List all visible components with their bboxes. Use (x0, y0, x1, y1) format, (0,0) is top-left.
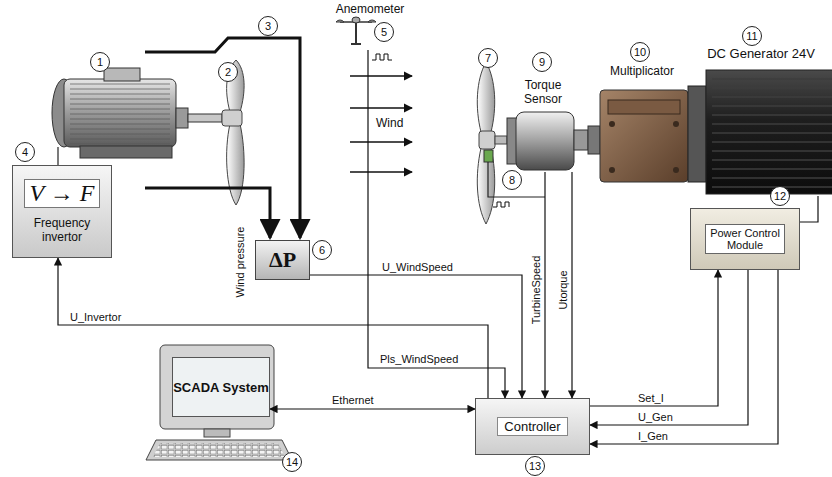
scada-monitor (146, 345, 292, 460)
signal-name: Set_I (636, 392, 666, 405)
tunnel-wall (145, 38, 300, 238)
node-text: Power Control Module (705, 224, 785, 254)
signal-wire (310, 275, 522, 398)
signal-wire (270, 408, 475, 409)
signal-wire (571, 172, 572, 398)
pressure-sensor: ΔP (255, 240, 310, 280)
callout-number: 2 (218, 62, 238, 82)
callout-number: 8 (502, 170, 522, 190)
turbine-rotor (477, 62, 507, 224)
signal-name: U_Gen (636, 411, 675, 424)
scada-screen: SCADA System (172, 357, 270, 417)
node-text: Frequency invertor (13, 216, 111, 244)
signal-name: TurbineSpeed (530, 254, 543, 327)
sensor-label: Wind pressure (234, 227, 247, 298)
callout-number: 10 (630, 42, 650, 62)
callout-number: 1 (90, 52, 110, 72)
dc-generator: DC Generator 24V (695, 46, 827, 196)
multiplicator: Multiplicator (592, 64, 692, 182)
signal-wire (544, 172, 545, 398)
callout-number: 5 (374, 22, 394, 42)
node-text: Controller (497, 417, 567, 436)
signal-wire (800, 196, 818, 222)
signal-name: Ethernet (330, 394, 376, 407)
callout-number: 3 (258, 16, 278, 36)
node-text: ΔP (269, 247, 296, 273)
node-text: V → F (24, 179, 101, 208)
callout-number: 13 (525, 456, 545, 476)
signal-wire (590, 270, 748, 425)
callout-number: 14 (282, 452, 302, 472)
torque-sensor: Torque Sensor (498, 78, 588, 172)
callout-number: 9 (532, 52, 552, 72)
callout-number: 7 (478, 48, 498, 68)
node-text: DC Generator 24V (707, 46, 815, 61)
torque-sensor-body (507, 112, 588, 170)
signal-name: Utorque (557, 268, 570, 311)
power-control-module: Power Control Module (690, 208, 800, 270)
node-text: Multiplicator (610, 64, 674, 78)
callout-number: 4 (15, 142, 35, 162)
pulse-symbol (372, 54, 392, 60)
signal-name: I_Gen (636, 430, 670, 443)
controller: Controller (475, 398, 590, 455)
flow-label: Wind (376, 117, 403, 131)
signal-name: U_WindSpeed (380, 261, 455, 274)
signal-name: U_Invertor (68, 311, 123, 324)
gearbox (588, 90, 688, 182)
node-text: SCADA System (173, 380, 269, 395)
wind-arrow (350, 76, 412, 172)
callout-number: 12 (770, 186, 790, 206)
signal-wire (590, 270, 718, 406)
signal-wire (368, 50, 505, 398)
callout-number: 6 (312, 240, 332, 260)
frequency-invertor: V → F Frequency invertor (12, 165, 112, 258)
node-text: Anemometer (336, 2, 405, 16)
callout-number: 11 (742, 26, 762, 46)
signal-name: Pls_WindSpeed (378, 353, 460, 366)
dc-generator-body (688, 70, 832, 194)
anemometer: Anemometer (320, 2, 420, 50)
anemometer-icon (336, 17, 376, 44)
electric-motor (52, 68, 222, 158)
node-text: Torque Sensor (513, 78, 573, 106)
power-wire (57, 147, 58, 165)
signal-wire (590, 270, 778, 444)
